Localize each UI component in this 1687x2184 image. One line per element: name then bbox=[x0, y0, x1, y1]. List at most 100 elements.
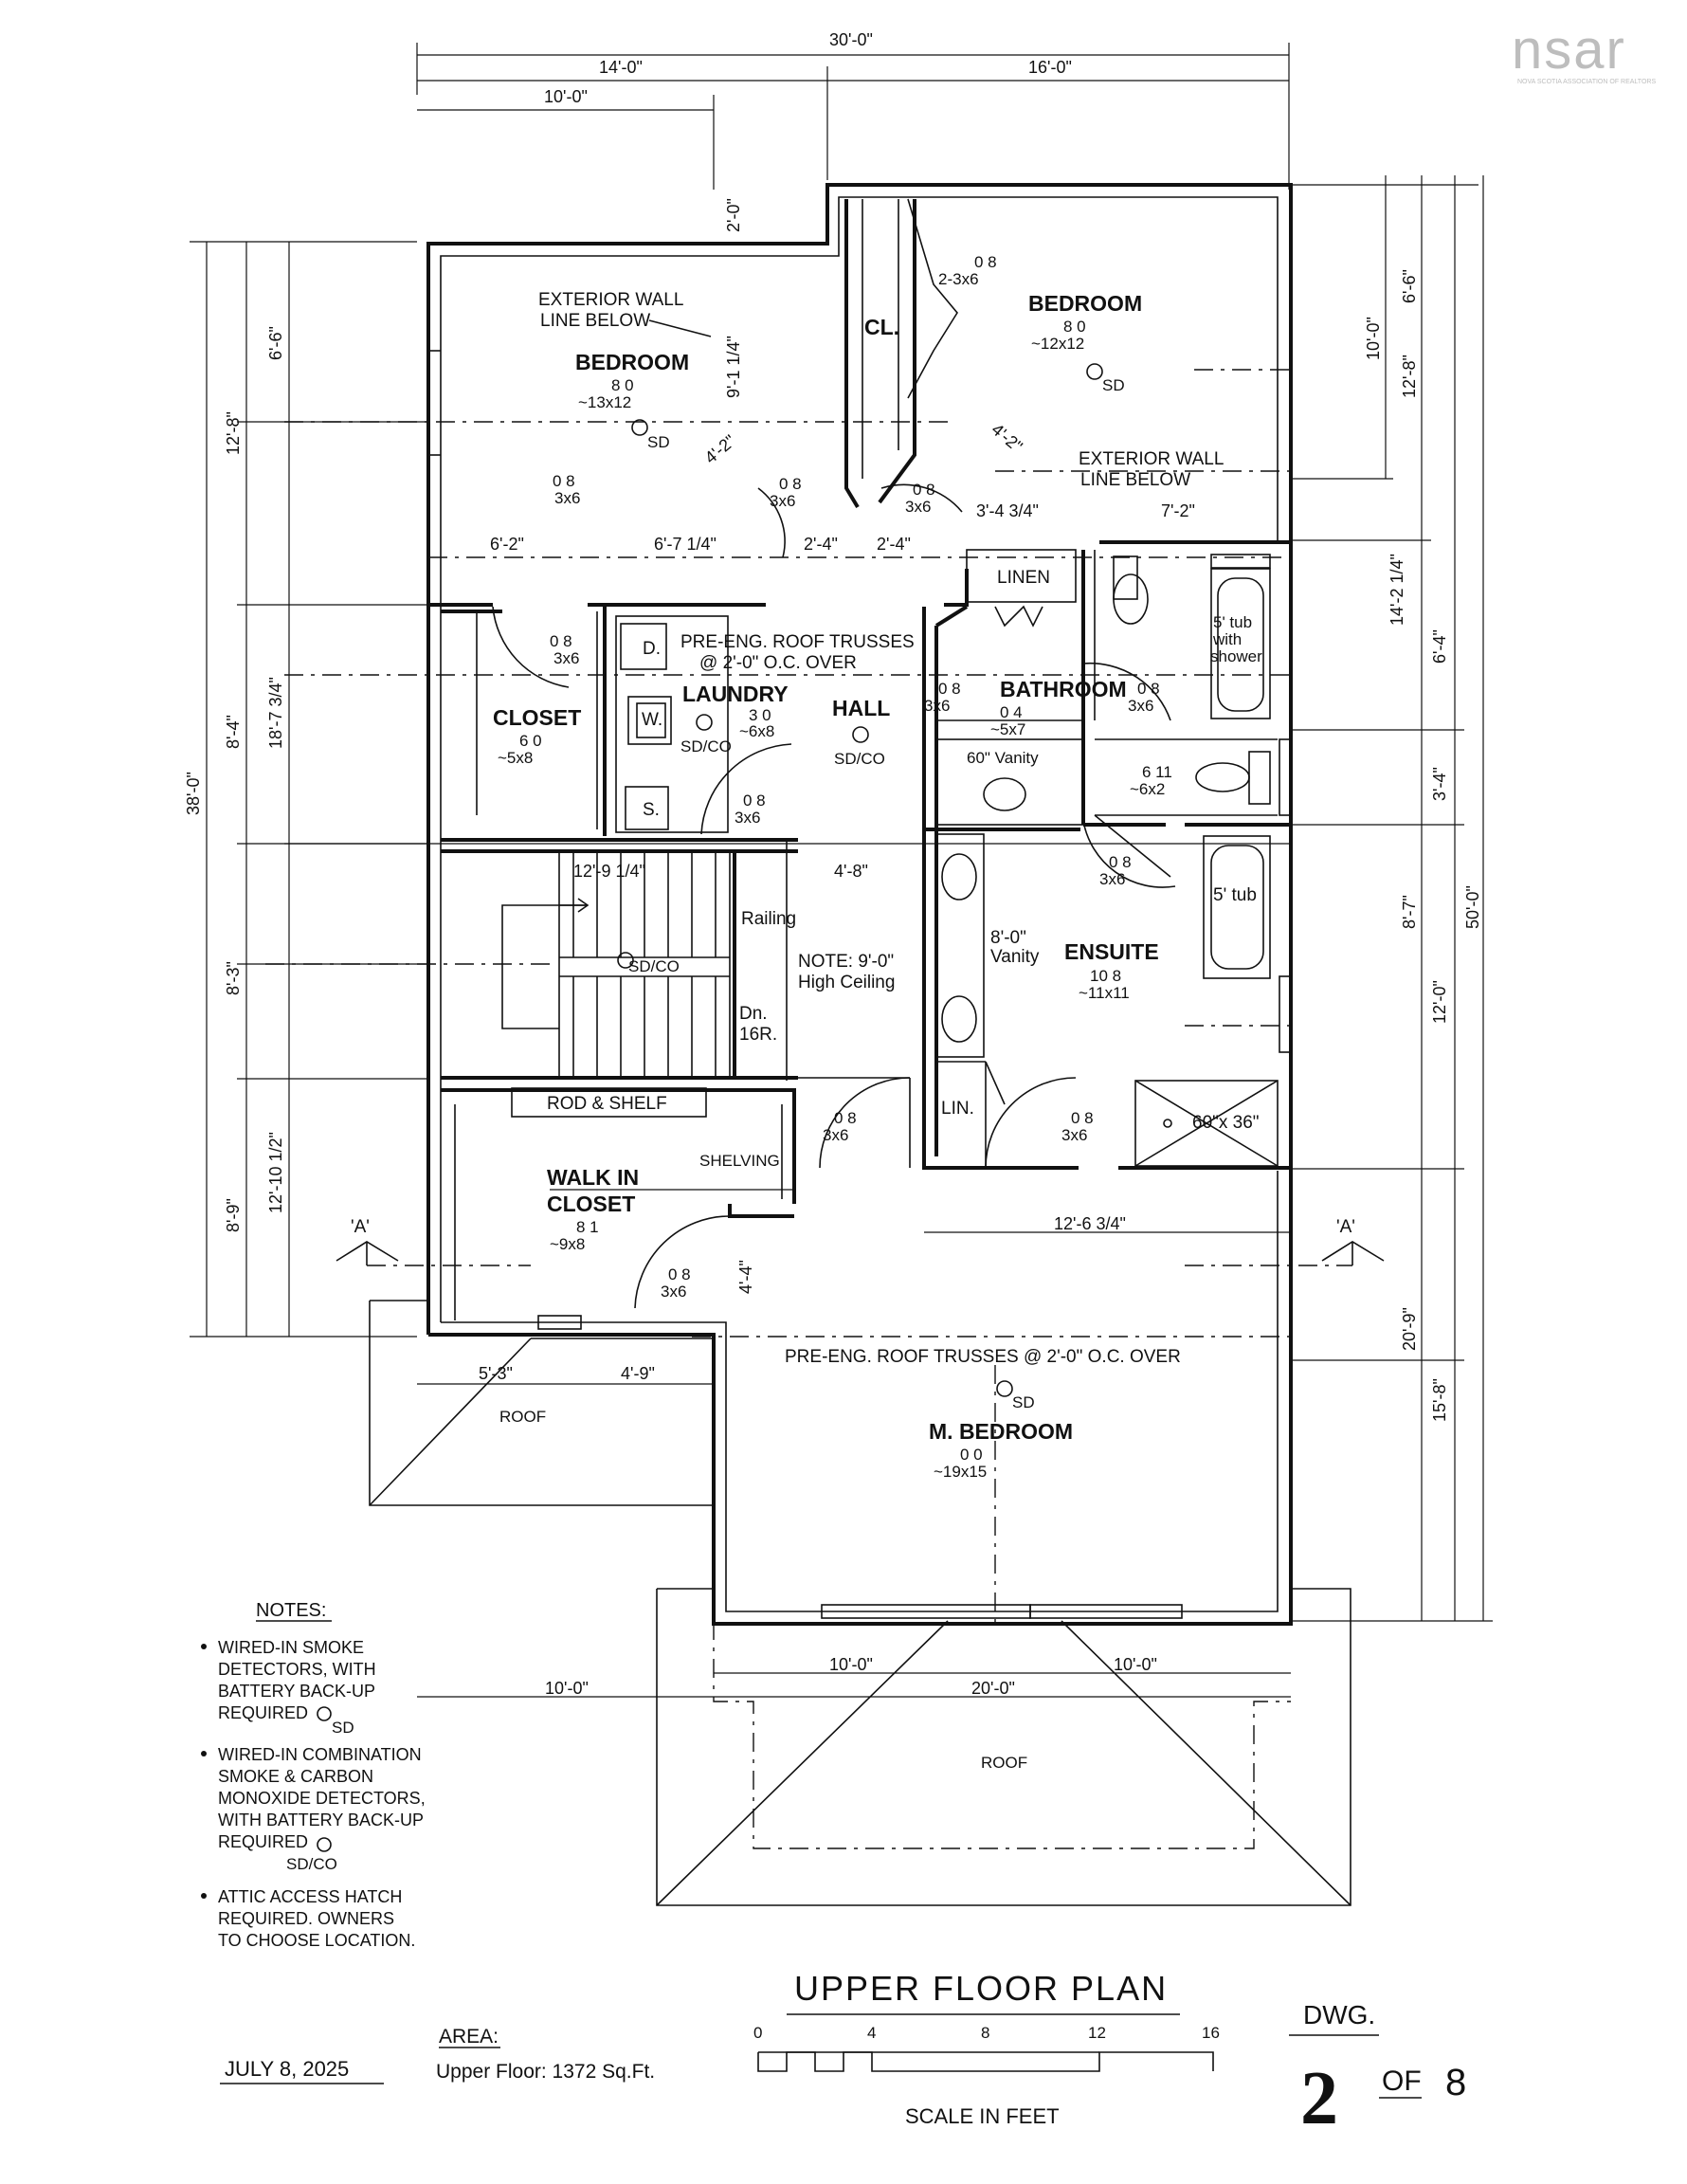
dwg-total: 8 bbox=[1445, 2062, 1466, 2103]
shelving-label: SHELVING bbox=[699, 1152, 780, 1170]
ceiling-note-2: High Ceiling bbox=[798, 973, 895, 992]
room-lin: LIN. bbox=[941, 1099, 974, 1119]
washer-label: W. bbox=[642, 710, 662, 730]
room-linen: LINEN bbox=[997, 568, 1050, 588]
dim-right-12-8: 12'-8" bbox=[1400, 355, 1419, 398]
section-markers: 'A' 'A' bbox=[336, 1217, 1385, 1266]
scale-tick: 0 bbox=[753, 2024, 762, 2042]
dim-right-8-7: 8'-7" bbox=[1400, 895, 1419, 929]
dim-right-6-4: 6'-4" bbox=[1430, 629, 1449, 664]
dim-12-6: 12'-6 3/4" bbox=[1054, 1214, 1126, 1233]
room-closet: CLOSET bbox=[493, 705, 581, 730]
tub-label: 5' tub bbox=[1213, 885, 1257, 905]
scale-bar: 0 4 8 12 16 SCALE IN FEET bbox=[753, 2024, 1220, 2128]
trusses-upper-1: PRE-ENG. ROOF TRUSSES bbox=[680, 632, 915, 652]
dim-4-2b: 4'-2" bbox=[988, 420, 1025, 456]
door-size: 0 8 bbox=[834, 1109, 857, 1127]
scale-tick: 8 bbox=[981, 2024, 989, 2042]
nsar-logo: nsar NOVA SCOTIA ASSOCIATION OF REALTORS bbox=[1512, 19, 1656, 85]
roof-outlines bbox=[369, 1300, 1351, 1906]
bathroom-ceiling: 0 4 bbox=[1000, 703, 1023, 721]
title-block: UPPER FLOOR PLAN JULY 8, 2025 AREA: Uppe… bbox=[220, 1969, 1466, 2140]
note-2-line: REQUIRED bbox=[218, 1832, 308, 1851]
toilet-room-ceiling: 6 11 bbox=[1142, 763, 1172, 781]
smoke-co-detector-icon bbox=[317, 1837, 332, 1852]
door-type: 3x6 bbox=[1128, 697, 1153, 715]
dim-9-1: 9'-1 1/4" bbox=[724, 336, 743, 398]
right-dimensions: 10'-0" 6'-6" 12'-8" 14'-2 1/4" 6'-4" 3'-… bbox=[1289, 175, 1493, 1622]
door-size: 0 8 bbox=[668, 1265, 691, 1283]
area-value: Upper Floor: 1372 Sq.Ft. bbox=[436, 2061, 655, 2083]
dim-2-0: 2'-0" bbox=[724, 198, 743, 232]
laundry-size: ~6x8 bbox=[739, 722, 774, 740]
toilet-room-size: ~6x2 bbox=[1130, 780, 1165, 798]
section-label-right: 'A' bbox=[1336, 1217, 1355, 1237]
door-type: 3x6 bbox=[661, 1283, 686, 1301]
sdco-label: SD/CO bbox=[286, 1855, 337, 1873]
scale-tick: 12 bbox=[1088, 2024, 1106, 2042]
dim-top-right: 16'-0" bbox=[1028, 58, 1072, 77]
bedroom-left-ceiling: 8 0 bbox=[611, 376, 634, 394]
laundry-ceiling: 3 0 bbox=[749, 706, 771, 724]
top-dimensions: 30'-0" 14'-0" 16'-0" 10'-0" bbox=[416, 30, 1290, 190]
annotations: EXTERIOR WALL LINE BELOW EXTERIOR WALL L… bbox=[538, 290, 1224, 1367]
staircase bbox=[501, 850, 736, 1079]
dim-top-left: 14'-0" bbox=[599, 58, 643, 77]
smoke-co-detector-icon bbox=[696, 714, 713, 731]
room-walk-in-closet-1: WALK IN bbox=[547, 1165, 639, 1190]
dim-bottom-10b: 10'-0" bbox=[1114, 1655, 1157, 1674]
dim-2-4a: 2'-4" bbox=[804, 535, 838, 554]
detectors bbox=[617, 363, 1103, 1397]
note-2-line: WITH BATTERY BACK-UP bbox=[218, 1811, 424, 1829]
room-bedroom-left: BEDROOM bbox=[575, 350, 689, 374]
dim-right-50: 50'-0" bbox=[1463, 885, 1482, 929]
door-type: 3x6 bbox=[1099, 870, 1125, 888]
sdco-stair-label: SD/CO bbox=[628, 957, 680, 975]
dim-left-18-7: 18'-7 3/4" bbox=[266, 677, 285, 749]
note-2-line: SMOKE & CARBON bbox=[218, 1767, 373, 1786]
tub-shower-3: shower bbox=[1210, 647, 1262, 665]
dim-2-4b: 2'-4" bbox=[877, 535, 911, 554]
dim-4-9: 4'-9" bbox=[621, 1364, 655, 1383]
hall-detector: SD/CO bbox=[834, 750, 885, 768]
dim-right-20-9: 20'-9" bbox=[1400, 1307, 1419, 1351]
door-size: 0 8 bbox=[938, 680, 961, 698]
ensuite-size: ~11x11 bbox=[1079, 984, 1130, 1002]
master-size: ~19x15 bbox=[934, 1463, 987, 1481]
door-type: 3x6 bbox=[905, 498, 931, 516]
door-size: 0 8 bbox=[779, 475, 802, 493]
dim-left-8-3: 8'-3" bbox=[224, 961, 243, 995]
note-3-line: REQUIRED. OWNERS bbox=[218, 1909, 394, 1928]
smoke-co-detector-icon bbox=[617, 952, 634, 969]
smoke-detector-icon bbox=[317, 1706, 332, 1721]
smoke-detector-icon bbox=[996, 1380, 1013, 1397]
dwg-of: OF bbox=[1382, 2066, 1422, 2097]
door-swings bbox=[492, 198, 1176, 1309]
exterior-walls bbox=[426, 183, 1293, 1626]
sd-label: SD bbox=[647, 433, 670, 451]
door-type: 3x6 bbox=[770, 492, 795, 510]
dim-left-12-10: 12'-10 1/2" bbox=[266, 1132, 285, 1213]
door-type: 2-3x6 bbox=[938, 270, 979, 288]
bedroom-left-size: ~13x12 bbox=[578, 393, 631, 411]
ceiling-note-1: NOTE: 9'-0" bbox=[798, 952, 894, 972]
vanity-8-line2: Vanity bbox=[990, 947, 1040, 967]
room-laundry: LAUNDRY bbox=[682, 682, 789, 706]
room-walk-in-closet-2: CLOSET bbox=[547, 1192, 635, 1216]
stairs-down: Dn. bbox=[739, 1004, 768, 1024]
logo-brand: nsar bbox=[1512, 19, 1626, 81]
scale-tick: 4 bbox=[867, 2024, 876, 2042]
dim-3-4: 3'-4 3/4" bbox=[976, 501, 1039, 520]
interior-walls bbox=[428, 199, 1291, 1320]
door-type: 3x6 bbox=[823, 1126, 848, 1144]
bullet-icon bbox=[201, 1644, 207, 1649]
room-closet-cl: CL. bbox=[864, 315, 899, 339]
bedroom-right-size: ~12x12 bbox=[1031, 335, 1084, 353]
date-label: JULY 8, 2025 bbox=[225, 2057, 349, 2081]
dim-left-8-9: 8'-9" bbox=[224, 1198, 243, 1232]
door-type: 3x6 bbox=[1061, 1126, 1087, 1144]
dwg-number: 2 bbox=[1300, 2057, 1338, 2140]
scale-label: SCALE IN FEET bbox=[905, 2104, 1060, 2128]
ensuite-ceiling: 10 8 bbox=[1090, 967, 1121, 985]
